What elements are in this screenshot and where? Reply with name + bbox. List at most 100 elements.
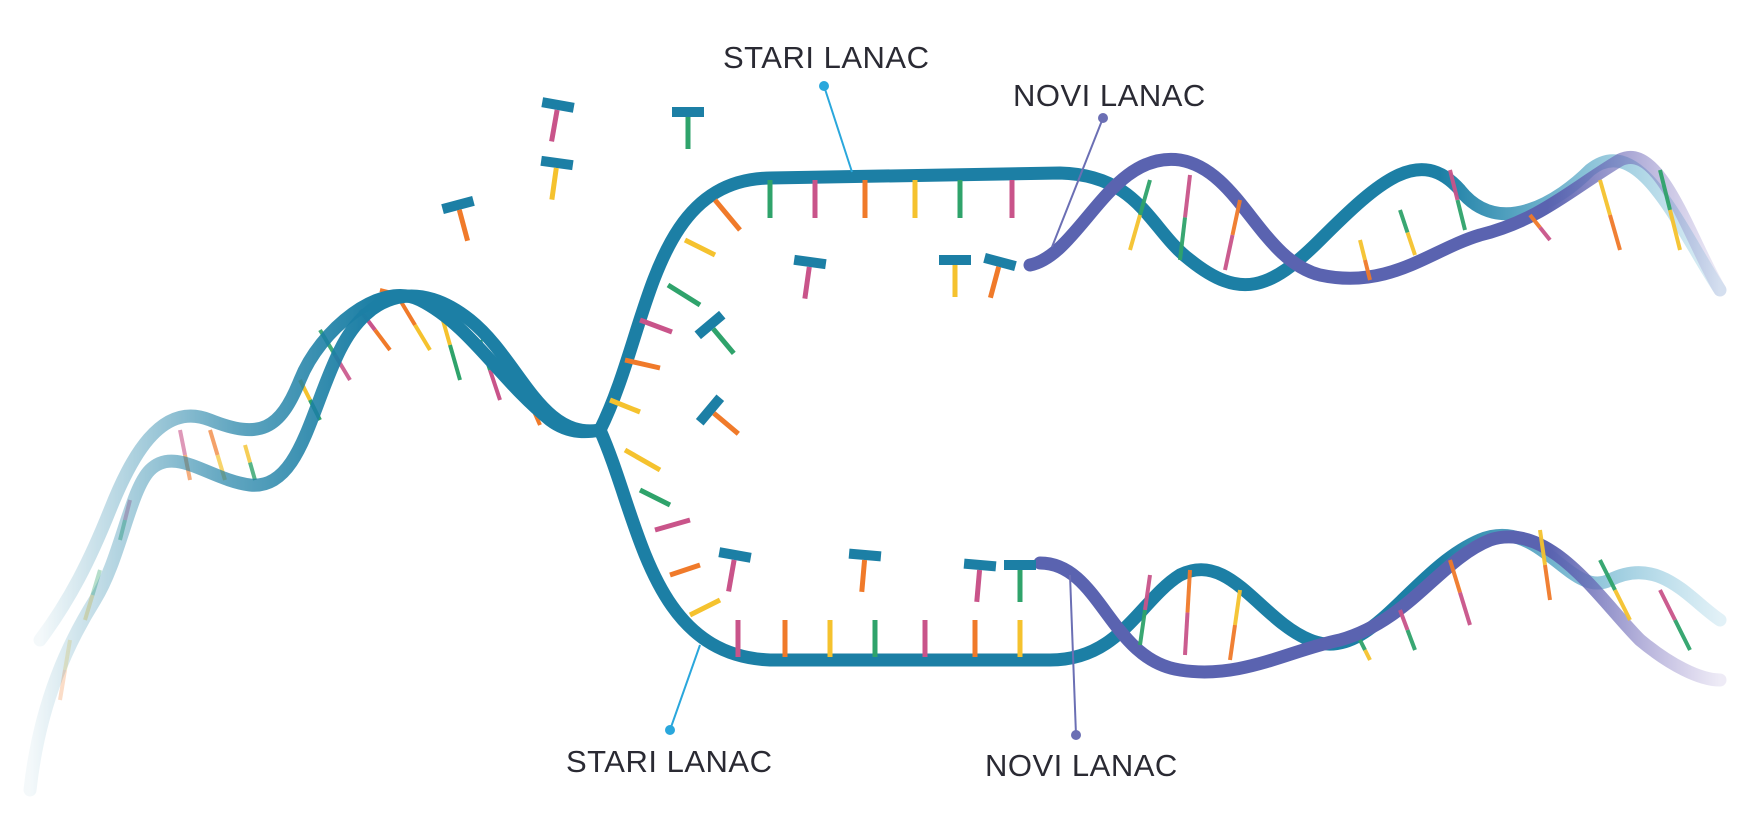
nucleotide-sugar: [694, 310, 726, 340]
base-pair-right: [1448, 169, 1460, 201]
free-nucleotide: [695, 394, 740, 436]
free-nucleotide: [983, 253, 1017, 299]
base-pair-right: [1455, 199, 1467, 231]
old-strand-label-bottom: STARI LANAC: [566, 744, 773, 779]
pointer-dot-new-bottom: [1071, 730, 1081, 740]
base-pair-left: [243, 444, 252, 464]
pointer-new-bottom: [1069, 574, 1077, 736]
nucleotide-base: [712, 411, 740, 436]
base-pair-right: [1178, 217, 1187, 261]
nucleotide-base: [726, 559, 737, 592]
free-nucleotide: [540, 155, 574, 200]
base-pair-left: [488, 369, 502, 401]
base-pair-right: [1185, 569, 1192, 613]
free-nucleotide: [672, 107, 704, 149]
template-base-fork: [713, 198, 742, 232]
base-pair-right: [1358, 239, 1367, 261]
base-pair-left: [448, 344, 462, 381]
nucleotide-sugar: [1004, 560, 1036, 570]
base-pair-left: [398, 298, 417, 327]
base-pair-left: [208, 429, 220, 456]
nucleotide-base: [549, 109, 560, 142]
parent-helix: [23, 289, 607, 797]
new-strand-label-top: NOVI LANAC: [1013, 78, 1206, 113]
base-pair-right: [1398, 209, 1410, 234]
nucleotide-sugar: [441, 196, 475, 214]
nucleotide-sugar: [718, 547, 752, 563]
nucleotide-base: [1017, 570, 1023, 602]
template-base-fork: [624, 357, 661, 371]
base-pair-right: [1128, 214, 1142, 251]
pointer-dot-new-top: [1098, 113, 1108, 123]
pointer-old-top: [823, 85, 853, 173]
daughter-helix-base-pairs: [1128, 169, 1692, 661]
nucleotide-sugar: [963, 558, 997, 572]
old-strand-bottom: [593, 423, 1727, 667]
nucleotide-sugar: [672, 107, 704, 117]
nucleotide-base: [456, 209, 470, 242]
base-pair-right: [1363, 259, 1372, 281]
free-nucleotide: [541, 97, 575, 142]
free-nucleotides: [441, 97, 1036, 603]
base-pair-right: [1228, 624, 1237, 661]
nucleotide-sugar: [695, 394, 725, 426]
nucleotide-base: [802, 266, 812, 299]
pointer-old-bottom: [669, 644, 701, 731]
template-base-fork: [639, 317, 673, 335]
template-base-fork: [666, 282, 702, 308]
base-pair-right: [1528, 213, 1542, 229]
base-pair-right: [1143, 574, 1152, 611]
free-nucleotide: [793, 254, 827, 299]
nucleotide-sugar: [983, 253, 1017, 271]
base-pair-right: [1658, 589, 1677, 621]
template-bases: [609, 180, 1023, 657]
free-nucleotide: [848, 548, 882, 593]
old-strand-top: [593, 154, 1727, 437]
base-pair-right: [1658, 169, 1672, 211]
nucleotide-base: [974, 569, 983, 603]
free-nucleotide: [441, 196, 475, 242]
label-pointers: [665, 81, 1108, 740]
base-pair-right: [1458, 591, 1472, 626]
base-pair-right: [1358, 639, 1367, 651]
nucleotide-base: [988, 266, 1002, 299]
base-pair-right: [1233, 589, 1242, 626]
base-pair-right: [1405, 629, 1417, 651]
parent-strand-a: [23, 289, 607, 797]
template-base-fork: [638, 487, 672, 508]
parent-strand-b: [33, 289, 607, 647]
free-nucleotide: [718, 547, 752, 592]
base-pair-left: [178, 429, 187, 456]
new-strand-top: [1023, 151, 1727, 297]
nucleotide-base: [711, 327, 736, 355]
nucleotide-sugar: [939, 255, 971, 265]
base-pair-right: [1543, 564, 1552, 601]
base-pair-right: [1230, 199, 1242, 236]
free-nucleotide: [1004, 560, 1036, 602]
base-pair-right: [1405, 231, 1417, 256]
base-pair-right: [1223, 234, 1235, 271]
base-pair-right: [1138, 179, 1152, 216]
base-pair-left: [413, 323, 432, 352]
template-base-fork: [669, 562, 701, 578]
nucleotide-base: [685, 117, 691, 149]
template-base-fork: [609, 397, 641, 415]
base-pair-right: [1673, 619, 1692, 651]
nucleotide-base: [549, 167, 559, 200]
free-nucleotide: [694, 310, 736, 355]
nucleotide-base: [859, 559, 868, 593]
base-pair-right: [1363, 649, 1372, 661]
nucleotide-sugar: [793, 254, 827, 270]
base-pair-right: [1598, 559, 1617, 591]
base-pair-right: [1598, 179, 1612, 216]
template-base-fork: [623, 447, 662, 473]
base-pair-left: [248, 461, 257, 481]
nucleotide-sugar: [541, 97, 575, 113]
pointer-dot-old-top: [819, 81, 829, 91]
base-pair-right: [1398, 609, 1410, 631]
new-strand-label-bottom: NOVI LANAC: [985, 748, 1178, 783]
base-pair-right: [1613, 589, 1632, 621]
nucleotide-sugar: [848, 548, 882, 562]
base-pair-right: [1538, 529, 1547, 566]
